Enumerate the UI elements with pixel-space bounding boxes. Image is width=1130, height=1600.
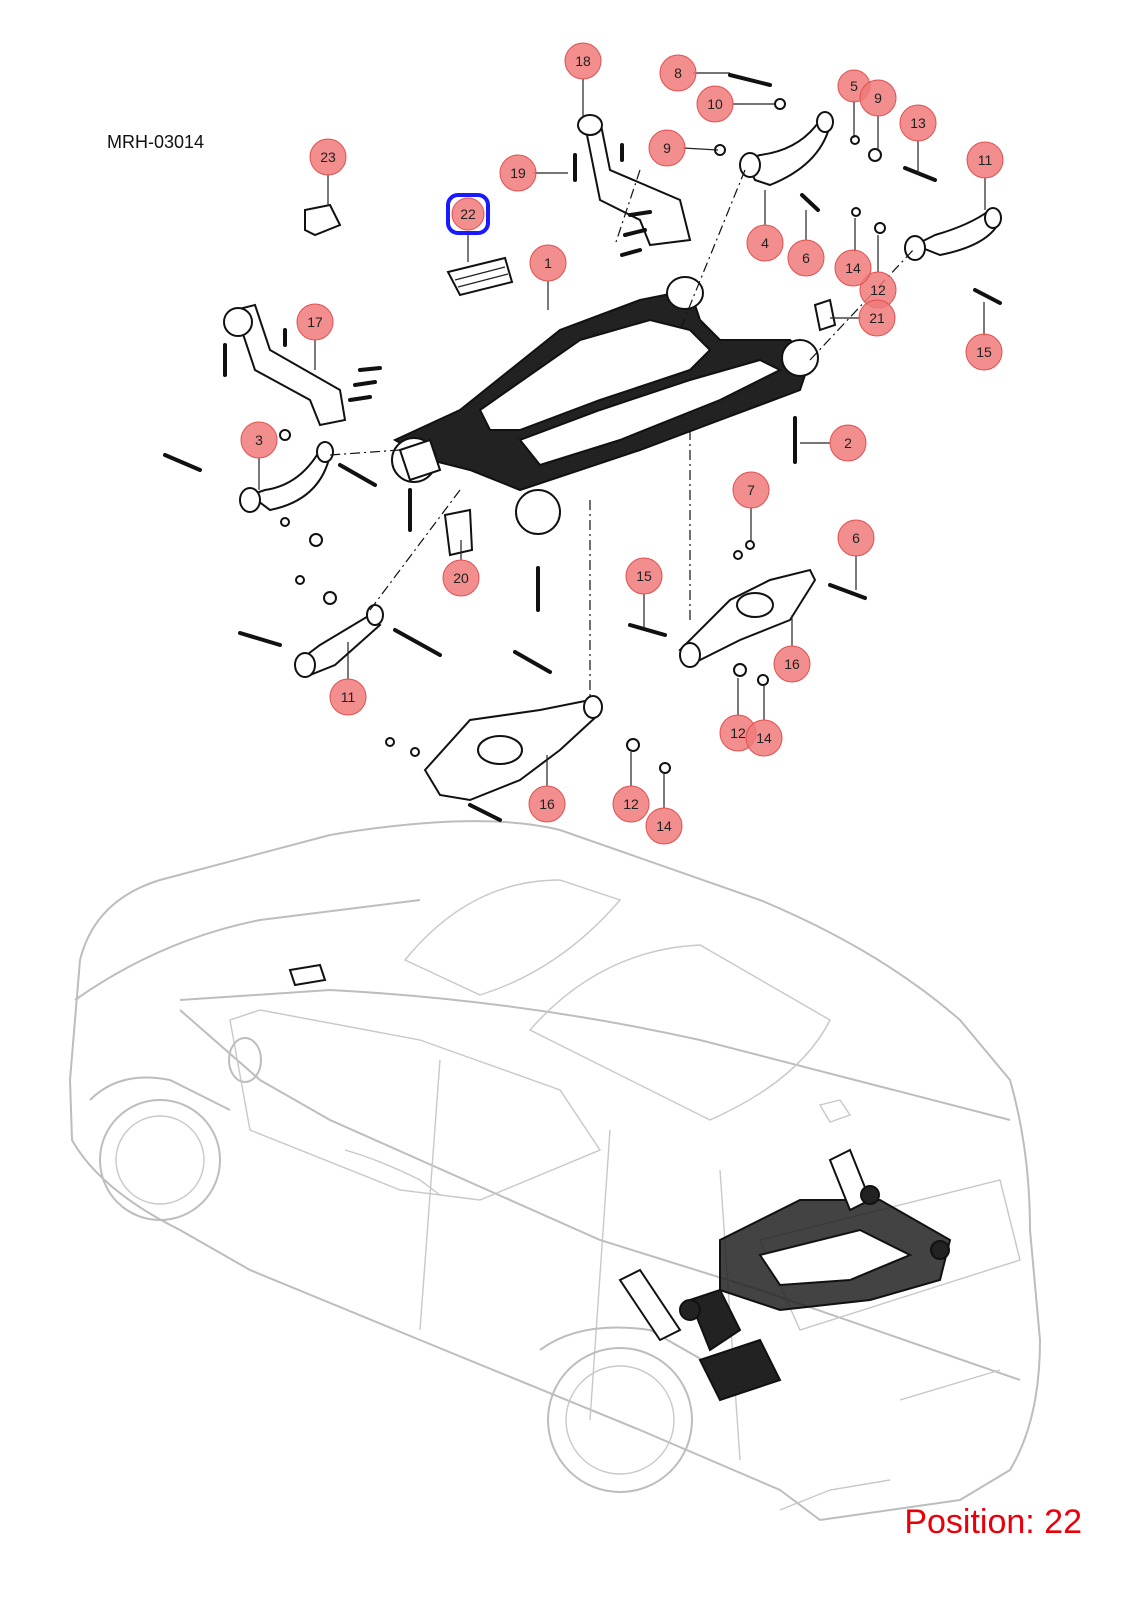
callout-10[interactable]: 10	[696, 85, 734, 123]
callout-13[interactable]: 13	[899, 104, 937, 142]
svg-text:6: 6	[852, 530, 860, 546]
svg-text:6: 6	[802, 250, 810, 266]
svg-text:21: 21	[869, 310, 885, 326]
selected-callout-highlight	[446, 193, 490, 235]
svg-text:5: 5	[850, 78, 858, 94]
callouts: 1 2 3 4 5 6 6 7 8 9 9 10 11 11 12 12 12 …	[240, 42, 1004, 845]
svg-text:16: 16	[784, 656, 800, 672]
callout-8[interactable]: 8	[659, 54, 697, 92]
svg-text:14: 14	[656, 818, 672, 834]
svg-text:14: 14	[756, 730, 772, 746]
callout-16-center[interactable]: 16	[528, 785, 566, 823]
svg-text:9: 9	[663, 140, 671, 156]
callout-7[interactable]: 7	[732, 471, 770, 509]
callout-9-upper[interactable]: 9	[859, 79, 897, 117]
callout-12-center[interactable]: 12	[612, 785, 650, 823]
callout-2[interactable]: 2	[829, 424, 867, 462]
callout-15-lower[interactable]: 15	[625, 557, 663, 595]
callout-6-lower[interactable]: 6	[837, 519, 875, 557]
svg-text:23: 23	[320, 149, 336, 165]
callout-14-right[interactable]: 14	[745, 719, 783, 757]
callout-3[interactable]: 3	[240, 421, 278, 459]
svg-text:19: 19	[510, 165, 526, 181]
callout-23[interactable]: 23	[309, 138, 347, 176]
installed-suspension-preview	[288, 963, 952, 1402]
svg-text:12: 12	[870, 282, 886, 298]
callout-20[interactable]: 20	[442, 559, 480, 597]
svg-text:15: 15	[976, 344, 992, 360]
svg-text:15: 15	[636, 568, 652, 584]
callout-11-lower[interactable]: 11	[329, 678, 367, 716]
svg-text:1: 1	[544, 255, 552, 271]
callout-19[interactable]: 19	[499, 154, 537, 192]
callout-21[interactable]: 21	[858, 299, 896, 337]
callout-11-upper[interactable]: 11	[966, 141, 1004, 179]
leader-lines	[258, 72, 986, 808]
callout-6-upper[interactable]: 6	[787, 239, 825, 277]
svg-text:12: 12	[623, 796, 639, 812]
callout-9-lower[interactable]: 9	[648, 129, 686, 167]
svg-text:8: 8	[674, 65, 682, 81]
svg-text:3: 3	[255, 432, 263, 448]
svg-text:17: 17	[307, 314, 323, 330]
svg-text:2: 2	[844, 435, 852, 451]
svg-text:20: 20	[453, 570, 469, 586]
svg-text:14: 14	[845, 260, 861, 276]
svg-text:10: 10	[707, 96, 723, 112]
svg-text:9: 9	[874, 90, 882, 106]
subframe-part	[391, 276, 819, 535]
position-label: Position: 22	[904, 1503, 1082, 1541]
svg-text:7: 7	[747, 482, 755, 498]
svg-text:12: 12	[730, 725, 746, 741]
callout-17[interactable]: 17	[296, 303, 334, 341]
svg-text:11: 11	[341, 689, 356, 705]
callout-14-center[interactable]: 14	[645, 807, 683, 845]
callout-4[interactable]: 4	[746, 224, 784, 262]
callout-15-upper[interactable]: 15	[965, 333, 1003, 371]
diagram-reference-code: MRH-03014	[107, 132, 205, 152]
svg-text:11: 11	[978, 152, 993, 168]
callout-1[interactable]: 1	[529, 244, 567, 282]
svg-text:18: 18	[575, 53, 591, 69]
svg-text:4: 4	[761, 235, 769, 251]
callout-16-right[interactable]: 16	[773, 645, 811, 683]
vehicle-outline	[68, 820, 1042, 1522]
svg-text:13: 13	[910, 115, 926, 131]
callout-12-upper[interactable]: 12	[859, 271, 897, 309]
callout-14-upper[interactable]: 14	[834, 249, 872, 287]
exploded-parts	[163, 73, 1002, 822]
callout-18[interactable]: 18	[564, 42, 602, 80]
callout-22[interactable]: 22	[446, 193, 490, 235]
svg-text:22: 22	[460, 206, 476, 222]
svg-text:16: 16	[539, 796, 555, 812]
